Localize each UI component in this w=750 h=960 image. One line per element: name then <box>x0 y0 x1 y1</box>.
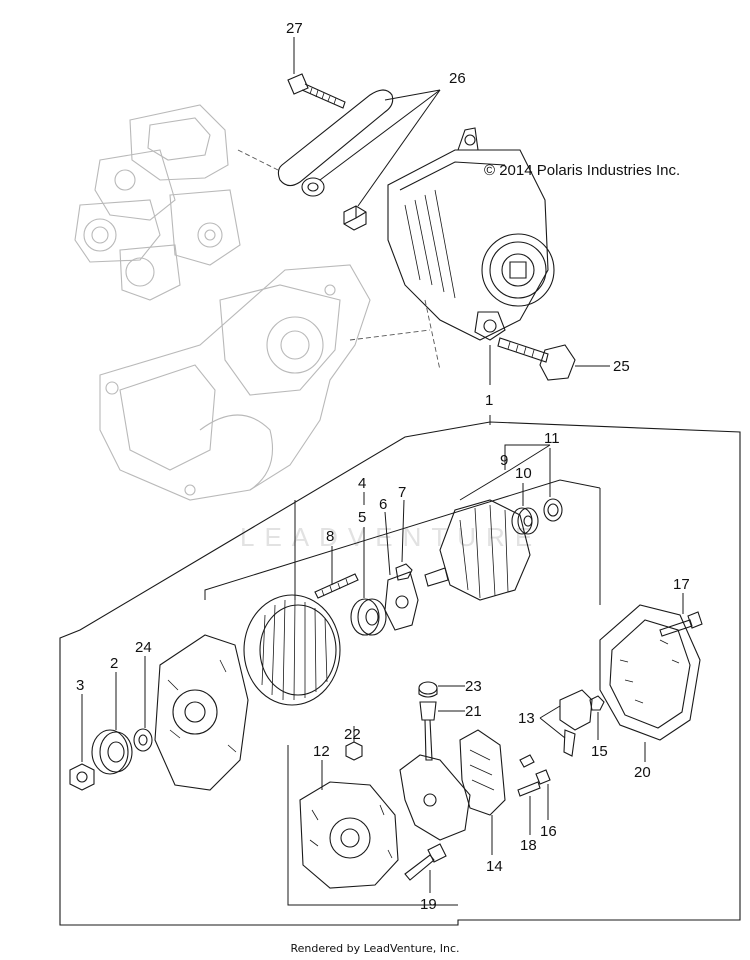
callout-3: 3 <box>76 677 84 694</box>
nut-22 <box>345 741 363 761</box>
callout-23: 23 <box>465 678 482 695</box>
callout-7: 7 <box>398 484 406 501</box>
ring-11 <box>543 498 563 522</box>
callout-4: 4 <box>358 475 366 492</box>
callout-20: 20 <box>634 764 651 781</box>
callout-9: 9 <box>500 452 508 469</box>
callout-13: 13 <box>518 710 535 727</box>
insulator-21 <box>419 701 437 721</box>
bolt-16 <box>519 754 551 785</box>
screw-17 <box>659 611 703 637</box>
callout-19: 19 <box>420 896 437 913</box>
rear-housing-12 <box>299 781 399 889</box>
stator-4 <box>243 594 341 706</box>
alternator-assembly-1 <box>387 127 555 341</box>
brush-holder-14 <box>459 729 506 816</box>
leader-lines <box>81 37 684 893</box>
rectifier <box>399 719 471 841</box>
spacer-24 <box>133 728 153 752</box>
plate-6 <box>384 571 419 631</box>
callout-10: 10 <box>515 465 532 482</box>
callout-14: 14 <box>486 858 503 875</box>
callout-17: 17 <box>673 576 690 593</box>
bearing-5 <box>350 598 387 636</box>
bolt-18 <box>517 781 541 797</box>
pulley-nut-3 <box>69 763 95 791</box>
rear-group-outline <box>287 488 601 906</box>
bolt-27 <box>287 73 346 109</box>
callout-27: 27 <box>286 20 303 37</box>
callout-25: 25 <box>613 358 630 375</box>
bolt-25 <box>497 337 576 381</box>
callout-1: 1 <box>485 392 493 409</box>
regulator-13 <box>559 689 593 757</box>
front-housing <box>154 634 249 791</box>
callout-2: 2 <box>110 655 118 672</box>
callout-16: 16 <box>540 823 557 840</box>
timing-cover-ghost <box>99 264 371 501</box>
bracket-26 <box>277 89 394 197</box>
screw-15 <box>589 695 605 711</box>
callout-26: 26 <box>449 70 466 87</box>
copyright-notice: © 2014 Polaris Industries Inc. <box>484 162 680 179</box>
callout-12: 12 <box>313 743 330 760</box>
callout-22: 22 <box>344 726 361 743</box>
callout-21: 21 <box>465 703 482 720</box>
pulley-2 <box>91 729 133 775</box>
callouts: 27 26 25 1 9 11 10 4 7 6 5 8 17 24 2 3 2… <box>76 20 690 913</box>
callout-15: 15 <box>591 743 608 760</box>
bolt-19 <box>404 843 447 881</box>
rear-cover-20 <box>599 604 701 741</box>
cap-23 <box>418 681 438 698</box>
footer-credit: Rendered by LeadVenture, Inc. <box>290 942 460 955</box>
callout-18: 18 <box>520 837 537 854</box>
exploded-view-frame <box>59 421 741 926</box>
stud-8 <box>314 573 359 599</box>
rotor-9 <box>424 499 531 601</box>
callout-5: 5 <box>358 509 366 526</box>
callout-11: 11 <box>544 430 560 447</box>
callout-24: 24 <box>135 639 152 656</box>
callout-8: 8 <box>326 528 334 545</box>
bearing-10 <box>511 507 539 535</box>
callout-6: 6 <box>379 496 387 513</box>
screw-7 <box>395 563 413 581</box>
nut-26b <box>343 205 367 231</box>
water-pump-ghost <box>74 104 241 301</box>
